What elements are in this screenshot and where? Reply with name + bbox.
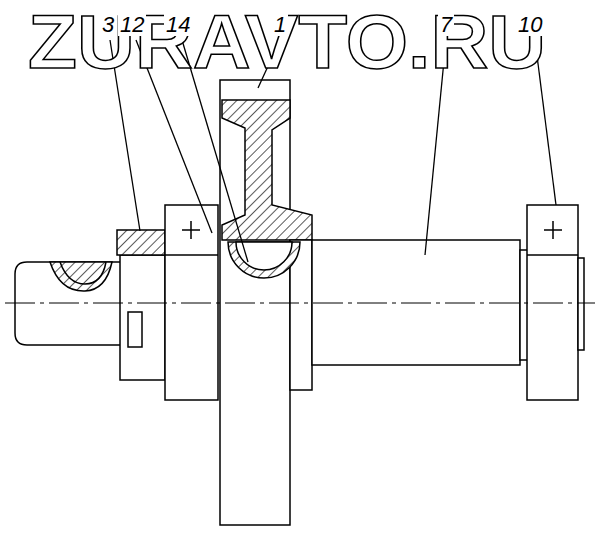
bearing-cross <box>544 221 562 239</box>
shaft-end <box>578 258 584 350</box>
callout-number: 1 <box>272 14 288 36</box>
notch-arc <box>60 262 106 284</box>
shaft-step <box>120 255 165 380</box>
callout-number: 14 <box>164 14 192 36</box>
callout-number: 12 <box>118 14 146 36</box>
callout-number: 10 <box>516 14 544 36</box>
hatched-ball-seat <box>228 242 300 278</box>
keyway <box>128 312 142 347</box>
callout-number: 7 <box>438 14 454 36</box>
axis-line <box>5 303 595 304</box>
bearing-cross <box>182 221 200 239</box>
callout-number: 3 <box>100 14 116 36</box>
bearing-line <box>527 254 578 256</box>
bearing-line <box>165 254 218 256</box>
hatched-notch <box>50 262 112 291</box>
hatched-collar <box>117 230 165 255</box>
ball <box>236 242 292 270</box>
